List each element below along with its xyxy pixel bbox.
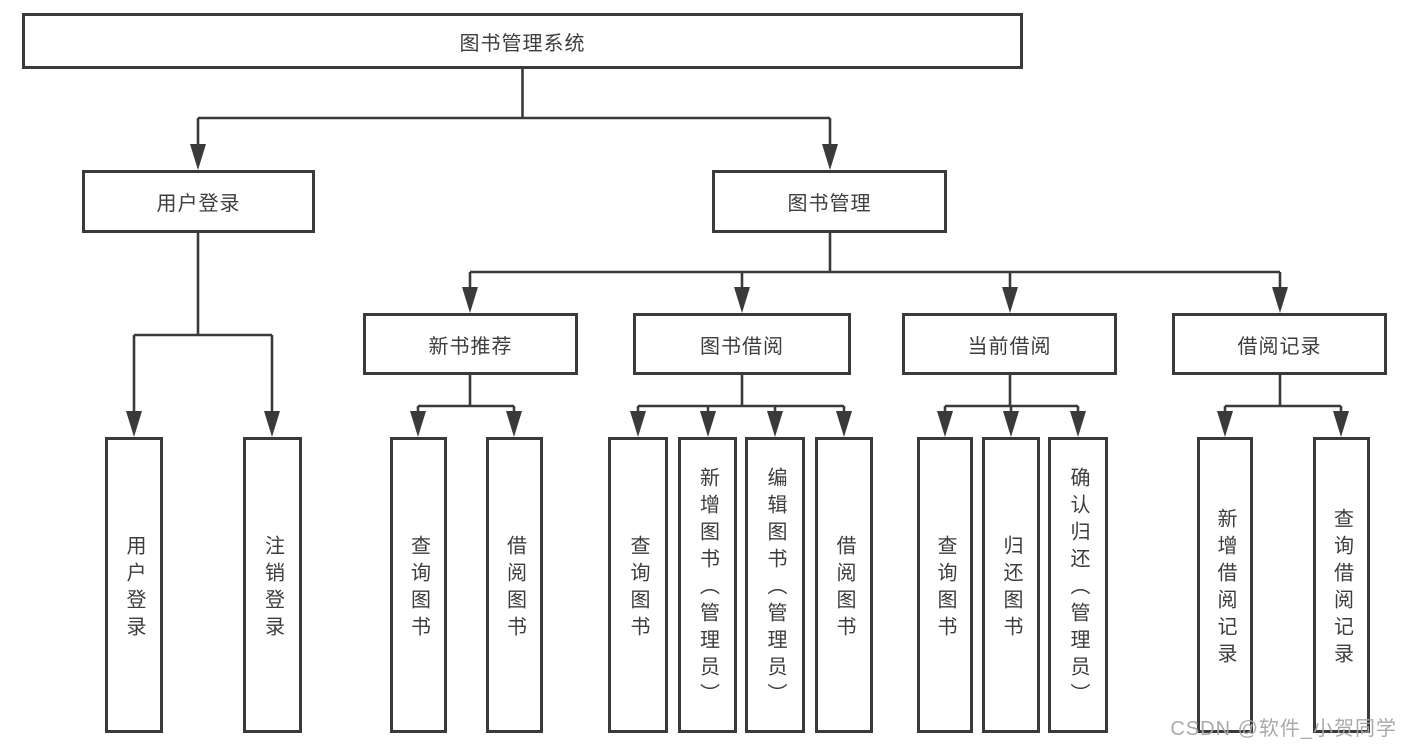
leaf-borrow-books-recommend: 借阅图书 (486, 437, 543, 733)
leaf-confirm-return-admin: 确认归还（管理员） (1048, 437, 1108, 733)
node-new-book-recommend: 新书推荐 (363, 313, 578, 375)
leaf-label: 新增借阅记录 (1214, 507, 1236, 670)
leaf-query-borrow-record: 查询借阅记录 (1313, 437, 1370, 733)
leaf-return-books: 归还图书 (982, 437, 1040, 733)
leaf-label: 查询图书 (407, 534, 430, 643)
node-borrow-records: 借阅记录 (1172, 313, 1387, 375)
node-book-management: 图书管理 (712, 170, 947, 233)
leaf-label: 查询图书 (627, 534, 649, 643)
node-user-login: 用户登录 (82, 170, 315, 233)
leaf-edit-book-admin: 编辑图书（管理员） (745, 437, 805, 733)
leaf-label: 借阅图书 (833, 534, 855, 643)
node-root-library-system: 图书管理系统 (22, 13, 1023, 69)
leaf-add-borrow-record: 新增借阅记录 (1197, 437, 1253, 733)
arrowheads (126, 144, 1349, 437)
leaf-query-books-recommend: 查询图书 (390, 437, 447, 733)
leaf-label: 归还图书 (1000, 534, 1022, 643)
node-book-borrow: 图书借阅 (633, 313, 851, 375)
leaf-logout: 注销登录 (243, 437, 302, 733)
leaf-label: 查询图书 (934, 534, 956, 643)
leaf-label: 用户登录 (123, 534, 145, 643)
node-current-borrow: 当前借阅 (902, 313, 1117, 375)
leaf-query-books-current: 查询图书 (917, 437, 973, 733)
leaf-label: 新增图书（管理员） (696, 467, 719, 710)
leaf-label: 确认归还（管理员） (1067, 467, 1089, 710)
leaf-label: 借阅图书 (503, 534, 526, 643)
csdn-watermark: CSDN @软件_小贺同学 (1170, 718, 1397, 740)
leaf-label: 注销登录 (261, 534, 284, 643)
leaf-label: 查询借阅记录 (1330, 507, 1353, 670)
leaf-query-books-borrow: 查询图书 (608, 437, 668, 733)
leaf-add-book-admin: 新增图书（管理员） (678, 437, 737, 733)
leaf-user-login: 用户登录 (105, 437, 163, 733)
leaf-borrow-books: 借阅图书 (815, 437, 873, 733)
leaf-label: 编辑图书（管理员） (764, 467, 786, 710)
